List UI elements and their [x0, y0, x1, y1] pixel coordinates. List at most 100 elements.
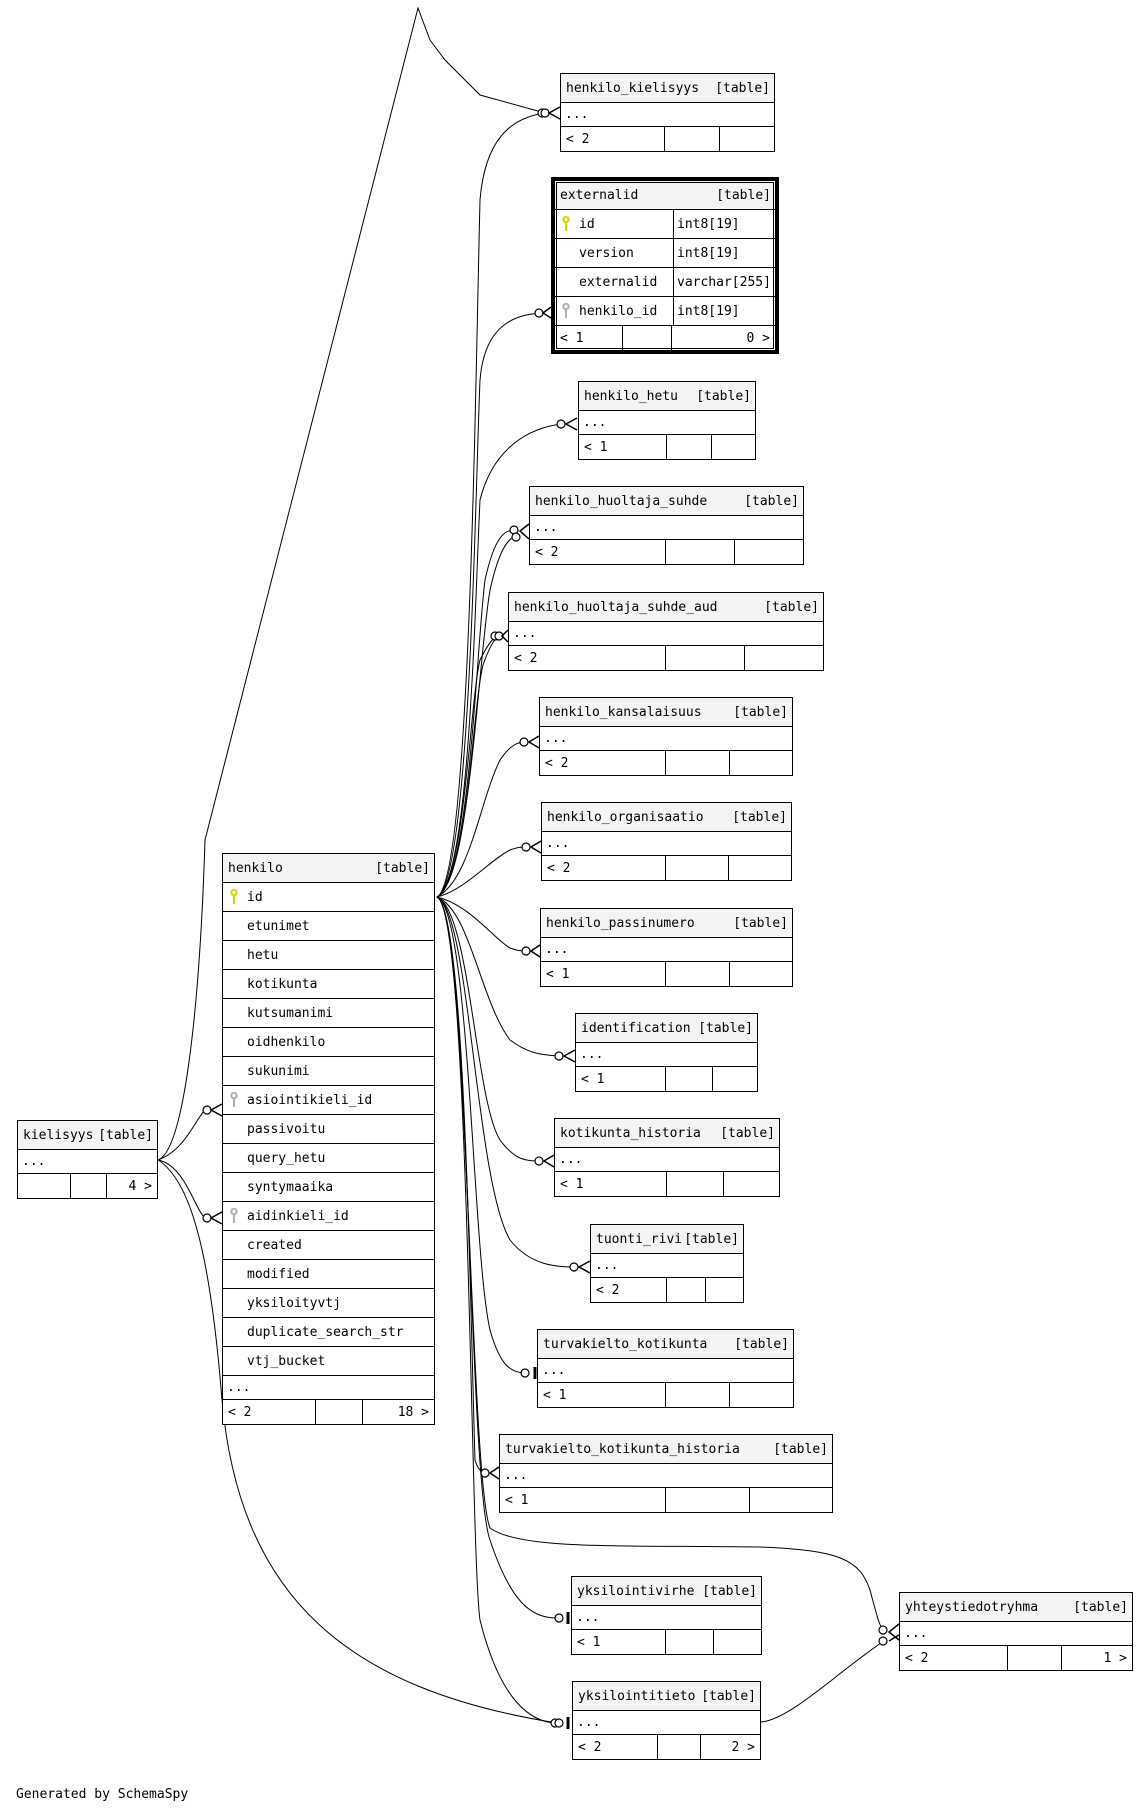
- relation-henkilo-henkilo_kansalaisuus: [436, 741, 526, 898]
- column-name: aidinkieli_id: [247, 1208, 349, 1224]
- table-tag: [table]: [701, 1688, 756, 1704]
- column-name: syntymaaika: [247, 1179, 334, 1195]
- relation-henkilo-turvakielto_kotikunta: [436, 896, 525, 1374]
- column-row: passivoitu: [223, 1115, 434, 1144]
- generated-by-note: Generated by SchemaSpy: [16, 1787, 189, 1802]
- more-columns: ...: [538, 1359, 793, 1383]
- column-row: created: [223, 1231, 434, 1260]
- table-yksilointivirhe[interactable]: yksilointivirhe[table] ... < 1: [571, 1576, 762, 1655]
- column-row: henkilo_id int8[19]: [555, 297, 775, 326]
- column-row: vtj_bucket: [223, 1347, 434, 1376]
- table-footer: < 1: [579, 435, 755, 459]
- more-columns: ...: [576, 1043, 757, 1067]
- column-name: created: [247, 1237, 302, 1253]
- parents-count: < 2: [545, 755, 569, 771]
- relation-yksilointitieto-yhteystiedotryhma: [760, 1640, 885, 1723]
- table-header: henkilo_hetu[table]: [579, 382, 755, 411]
- table-header: henkilo_huoltaja_suhde[table]: [530, 487, 803, 516]
- table-henkilo_hetu[interactable]: henkilo_hetu[table] ... < 1: [578, 381, 756, 460]
- table-name: kielisyys: [23, 1127, 94, 1143]
- table-kotikunta_historia[interactable]: kotikunta_historia[table] ... < 1: [554, 1118, 780, 1197]
- table-tag: [table]: [1073, 1599, 1128, 1615]
- table-header: henkilo[table]: [223, 854, 434, 883]
- table-henkilo_passinumero[interactable]: henkilo_passinumero[table] ... < 1: [540, 908, 793, 987]
- table-header: henkilo_huoltaja_suhde_aud[table]: [509, 593, 823, 622]
- relation-kielisyys-henkilo-aidinkieli: [157, 1159, 206, 1219]
- table-name: henkilo_hetu: [584, 388, 678, 404]
- column-row: externalid varchar[255]: [555, 268, 775, 297]
- column-row: kutsumanimi: [223, 999, 434, 1028]
- rows-count: [664, 127, 719, 151]
- column-name: modified: [247, 1266, 310, 1282]
- more-columns: ...: [900, 1622, 1132, 1646]
- column-type: int8[19]: [677, 245, 740, 261]
- primary-key-icon: [555, 216, 577, 232]
- parents-count: < 2: [228, 1404, 252, 1420]
- more-columns: ...: [530, 516, 803, 540]
- table-name: henkilo_passinumero: [546, 915, 695, 931]
- relation-henkilo-henkilo_hetu: [436, 423, 566, 898]
- relation-henkilo-henkilo_huoltaja_suhde-2: [436, 535, 518, 898]
- column-name: query_hetu: [247, 1150, 326, 1166]
- more-columns: ...: [561, 103, 774, 127]
- table-header: henkilo_kielisyys[table]: [561, 74, 774, 103]
- more-columns: ...: [500, 1464, 832, 1488]
- table-name: henkilo_kielisyys: [566, 80, 700, 96]
- children-count: [622, 326, 671, 350]
- table-footer: < 1: [576, 1067, 757, 1091]
- table-turvakielto_kotikunta[interactable]: turvakielto_kotikunta[table] ... < 1: [537, 1329, 794, 1408]
- table-name: henkilo_huoltaja_suhde_aud: [514, 599, 718, 615]
- table-henkilo_huoltaja_suhde_aud[interactable]: henkilo_huoltaja_suhde_aud[table] ... < …: [508, 592, 824, 671]
- column-name: etunimet: [247, 918, 310, 934]
- column-row: query_hetu: [223, 1144, 434, 1173]
- table-tuonti_rivi[interactable]: tuonti_rivi[table] ... < 2: [590, 1224, 744, 1303]
- table-footer: < 2: [530, 540, 803, 564]
- table-tag: [table]: [702, 1583, 757, 1599]
- parents-count: < 1: [543, 1387, 567, 1403]
- table-henkilo_kansalaisuus[interactable]: henkilo_kansalaisuus[table] ... < 2: [539, 697, 793, 776]
- parents-count: < 2: [578, 1739, 602, 1755]
- column-name: asiointikieli_id: [247, 1092, 373, 1108]
- table-footer: < 2: [561, 127, 774, 151]
- foreign-key-icon: [223, 1208, 245, 1224]
- table-identification[interactable]: identification[table] ... < 1: [575, 1013, 758, 1092]
- column-row: sukunimi: [223, 1057, 434, 1086]
- table-header: yksilointitieto[table]: [573, 1682, 760, 1711]
- relation-henkilo-henkilo_kielisyys: [436, 112, 546, 898]
- table-kielisyys[interactable]: kielisyys[table] ... 4 >: [17, 1120, 158, 1199]
- table-footer: < 1: [538, 1383, 793, 1407]
- column-name: duplicate_search_str: [247, 1324, 404, 1340]
- column-row: id: [223, 883, 434, 912]
- table-header: kielisyys[table]: [18, 1121, 157, 1150]
- parents-count: < 2: [547, 860, 571, 876]
- table-name: yksilointivirhe: [577, 1583, 695, 1599]
- table-henkilo_huoltaja_suhde[interactable]: henkilo_huoltaja_suhde[table] ... < 2: [529, 486, 804, 565]
- table-header: henkilo_organisaatio[table]: [542, 803, 791, 832]
- table-name: henkilo_kansalaisuus: [545, 704, 702, 720]
- table-henkilo_organisaatio[interactable]: henkilo_organisaatio[table] ... < 2: [541, 802, 792, 881]
- table-name: henkilo_huoltaja_suhde: [535, 493, 708, 509]
- table-turvakielto_kotikunta_historia[interactable]: turvakielto_kotikunta_historia[table] ..…: [499, 1434, 833, 1513]
- more-columns: ...: [555, 1148, 779, 1172]
- parents-count: < 1: [577, 1634, 601, 1650]
- foreign-key-icon: [555, 303, 577, 319]
- column-row: etunimet: [223, 912, 434, 941]
- more-columns: ...: [579, 411, 755, 435]
- column-type: int8[19]: [677, 216, 740, 232]
- column-name: henkilo_id: [577, 297, 674, 325]
- parents-count: < 1: [581, 1071, 605, 1087]
- relation-henkilo-tuonti_rivi: [436, 896, 576, 1268]
- relation-henkilo-turvakielto_kotikunta_historia: [436, 896, 487, 1474]
- table-footer: < 2: [591, 1278, 743, 1302]
- table-henkilo_kielisyys[interactable]: henkilo_kielisyys[table] ... < 2: [560, 73, 775, 152]
- more-columns: ...: [573, 1711, 760, 1735]
- parents-count: < 2: [596, 1282, 620, 1298]
- table-externalid[interactable]: externalid[table] id int8[19] version in…: [551, 177, 779, 354]
- column-name: sukunimi: [247, 1063, 310, 1079]
- rows-count: 0 >: [671, 326, 775, 350]
- table-name: tuonti_rivi: [596, 1231, 683, 1247]
